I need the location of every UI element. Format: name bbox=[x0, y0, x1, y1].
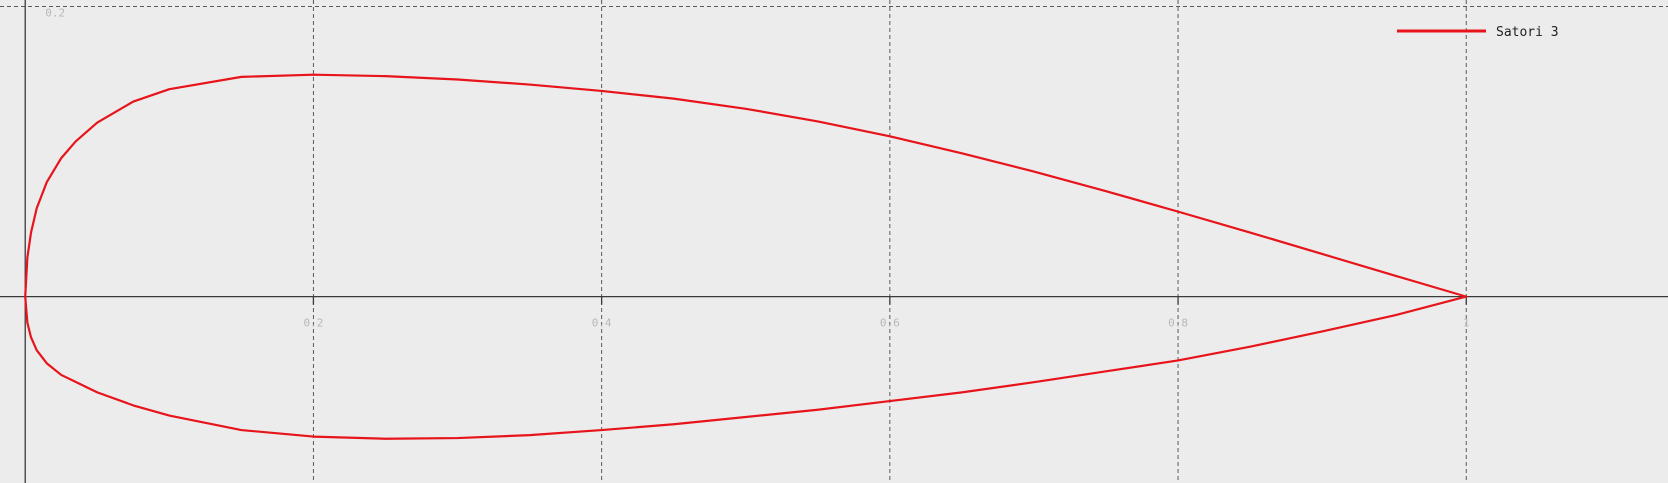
x-tick-label-0-2: 0.2 bbox=[303, 317, 323, 330]
y-tick-labels: 0.2 bbox=[45, 7, 65, 20]
x-tick-label-0-4: 0.4 bbox=[592, 317, 612, 330]
legend: Satori 3 bbox=[1397, 25, 1559, 40]
x-ticks bbox=[312, 296, 1467, 305]
legend-label-satori-3: Satori 3 bbox=[1496, 25, 1559, 40]
y-tick-label-0-2: 0.2 bbox=[45, 7, 65, 20]
series-line-satori-3 bbox=[24, 73, 1468, 440]
vertical-grid-lines bbox=[312, 0, 1467, 483]
series-layer bbox=[24, 73, 1468, 440]
x-tick-label-0-8: 0.8 bbox=[1168, 317, 1188, 330]
x-tick-label-1: 1 bbox=[1463, 317, 1470, 330]
x-tick-labels: 0.2 0.4 0.6 0.8 1 bbox=[303, 317, 1469, 330]
x-tick-label-0-6: 0.6 bbox=[880, 317, 900, 330]
